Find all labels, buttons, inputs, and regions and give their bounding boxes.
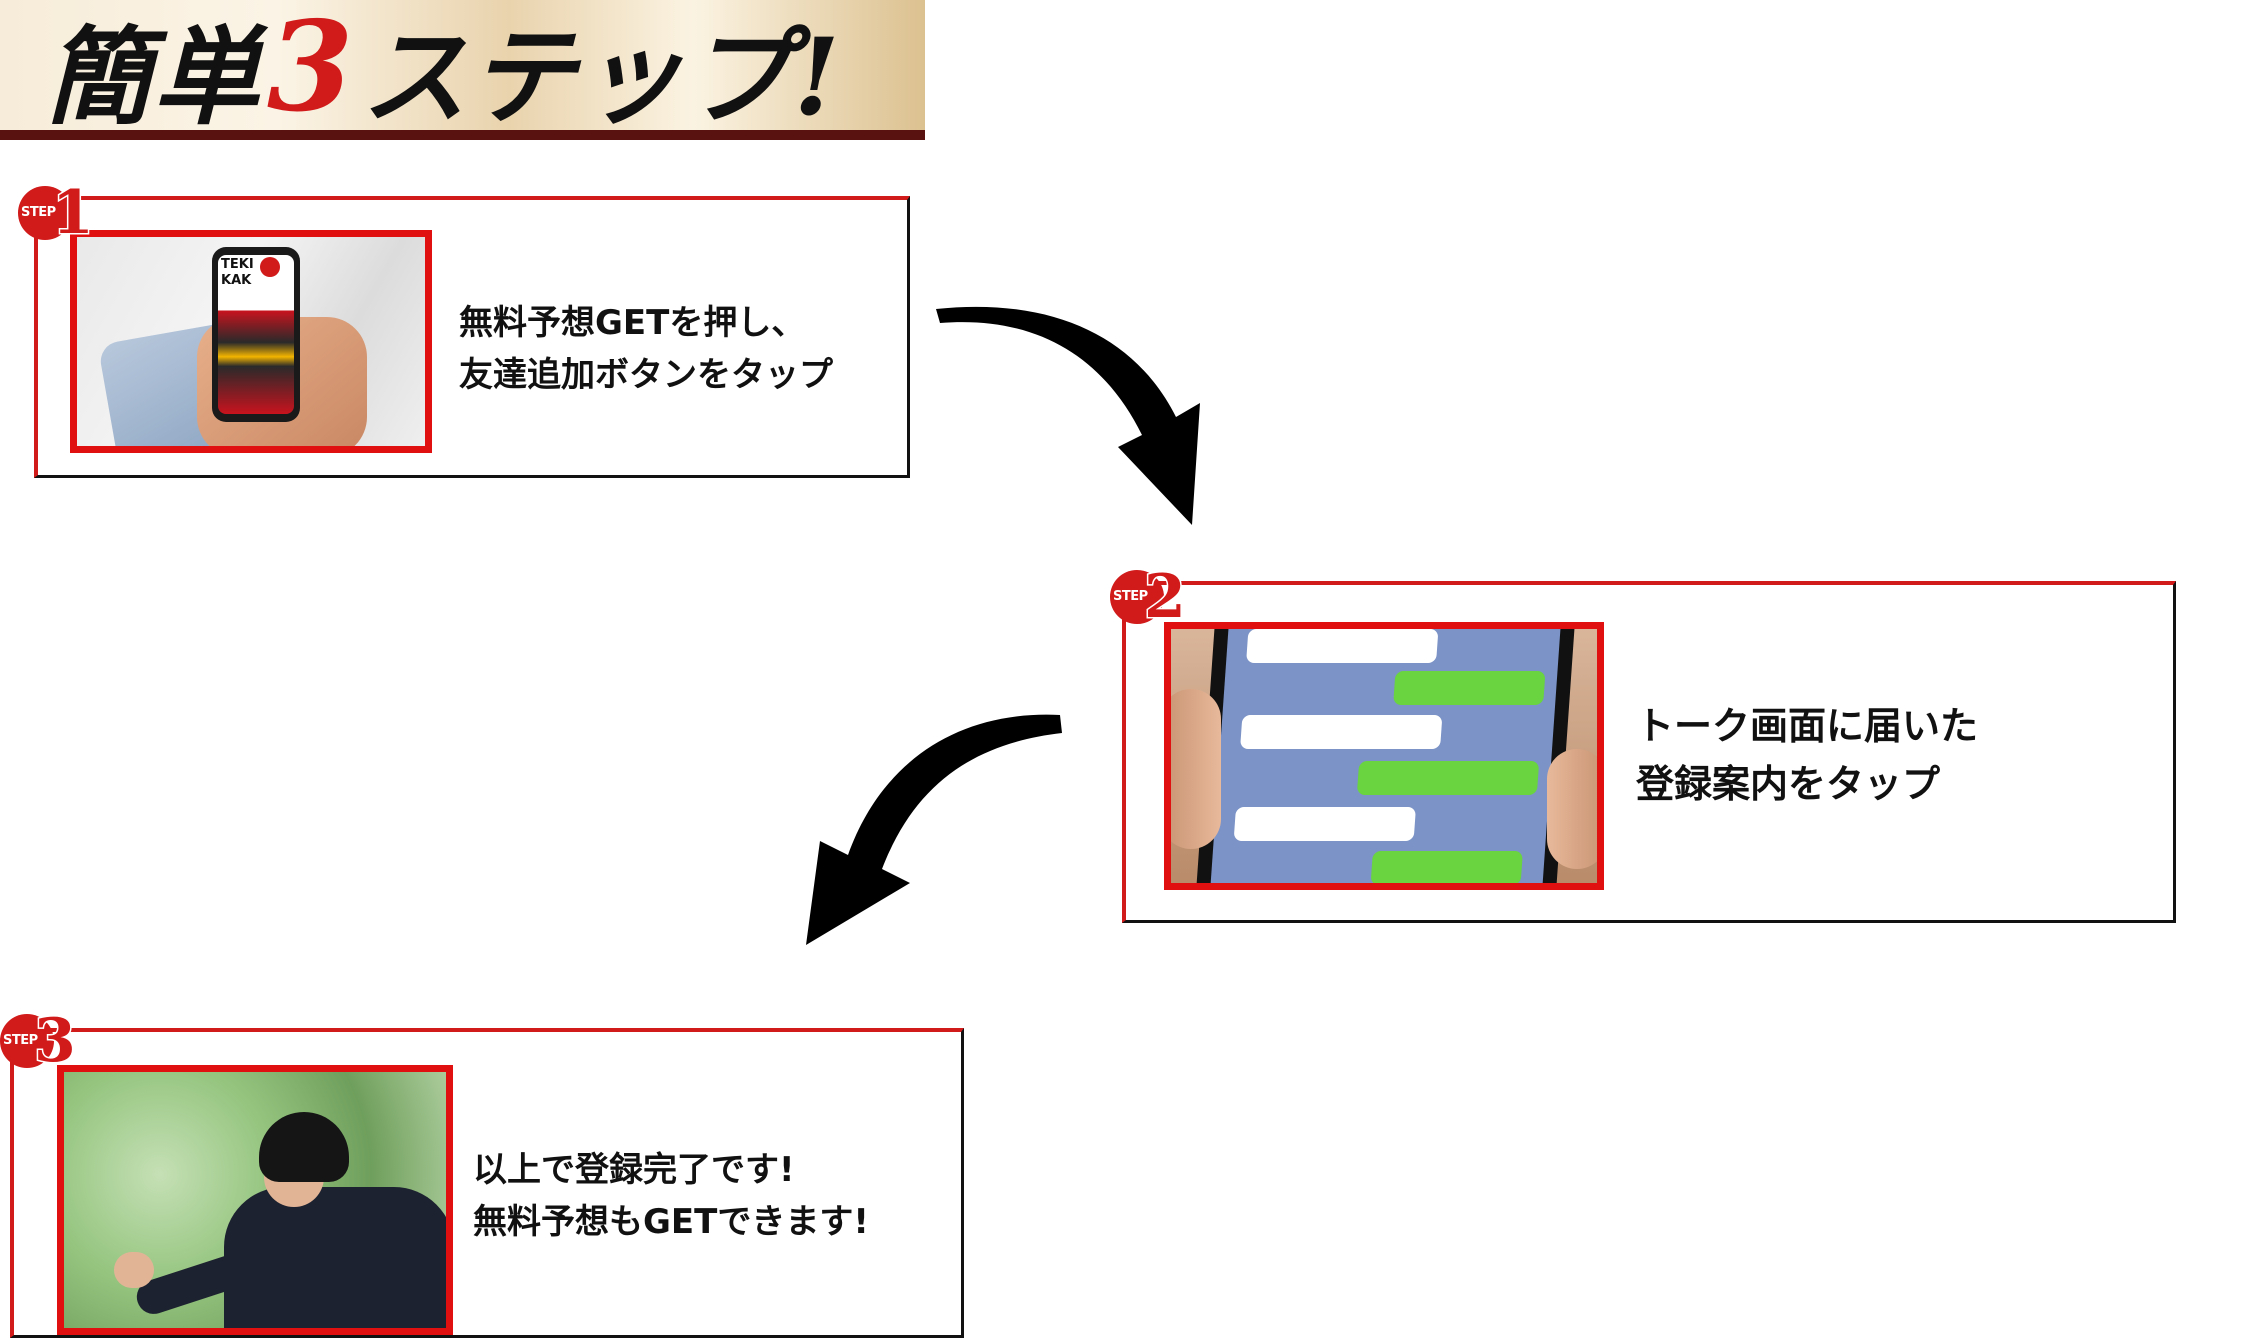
header-banner bbox=[0, 0, 925, 130]
step-card-3: 以上で登録完了です! 無料予想もGETできます! bbox=[10, 1028, 964, 1338]
badge2-digit: 2 bbox=[1143, 561, 1188, 634]
chat-bubble bbox=[1356, 761, 1540, 795]
person-with-phone bbox=[114, 1112, 446, 1328]
badge3-digit: 3 bbox=[33, 1005, 78, 1078]
step3-photo bbox=[57, 1065, 453, 1335]
step3-line1: 以上で登録完了です! bbox=[473, 1150, 795, 1190]
step1-line1: 無料予想GETを押し、 bbox=[459, 303, 806, 343]
phone-logo: TEKI KAK bbox=[221, 257, 254, 288]
step-card-2: トーク画面に届いた 登録案内をタップ bbox=[1122, 581, 2176, 923]
step1-line2: 友達追加ボタンをタップ bbox=[459, 355, 833, 395]
step3-text: 以上で登録完了です! 無料予想もGETできます! bbox=[473, 1144, 869, 1248]
step3-line2: 無料予想もGETできます! bbox=[473, 1202, 869, 1242]
title-number: 3 bbox=[267, 0, 356, 140]
step1-text: 無料予想GETを押し、 友達追加ボタンをタップ bbox=[459, 297, 833, 401]
curved-arrow-down-left-icon bbox=[806, 714, 1062, 945]
banner-underline bbox=[0, 130, 925, 140]
step-badge-2: STEP 2 bbox=[1110, 561, 1187, 634]
badge1-label: STEP bbox=[21, 205, 56, 220]
chat-bubble bbox=[1246, 629, 1439, 663]
step-badge-3: STEP 3 bbox=[0, 1005, 77, 1078]
page-title: 簡単 3 ステップ! bbox=[45, 0, 842, 140]
badge3-label: STEP bbox=[3, 1033, 38, 1048]
step2-text: トーク画面に届いた 登録案内をタップ bbox=[1636, 697, 1978, 813]
step1-photo: TEKI KAK bbox=[70, 230, 432, 453]
chat-bubble bbox=[1233, 807, 1416, 841]
step-card-1: TEKI KAK 無料予想GETを押し、 友達追加ボタンをタップ bbox=[34, 196, 910, 478]
chat-bubble bbox=[1370, 851, 1523, 883]
badge2-label: STEP bbox=[1113, 589, 1148, 604]
title-part1: 簡単 bbox=[45, 13, 261, 139]
chat-screen bbox=[1208, 629, 1562, 883]
chat-bubble bbox=[1393, 671, 1546, 705]
smartphone-icon: TEKI KAK bbox=[212, 247, 300, 422]
step2-line2: 登録案内をタップ bbox=[1636, 762, 1941, 806]
smartphone-icon bbox=[1194, 629, 1576, 883]
step-badge-1: STEP 1 bbox=[18, 177, 95, 250]
step2-line1: トーク画面に届いた bbox=[1636, 704, 1979, 748]
step2-photo bbox=[1164, 622, 1604, 890]
badge1-digit: 1 bbox=[51, 177, 96, 250]
chat-bubble bbox=[1240, 715, 1443, 749]
curved-arrow-down-right-icon bbox=[936, 306, 1200, 525]
title-part2: ステップ! bbox=[361, 13, 842, 139]
